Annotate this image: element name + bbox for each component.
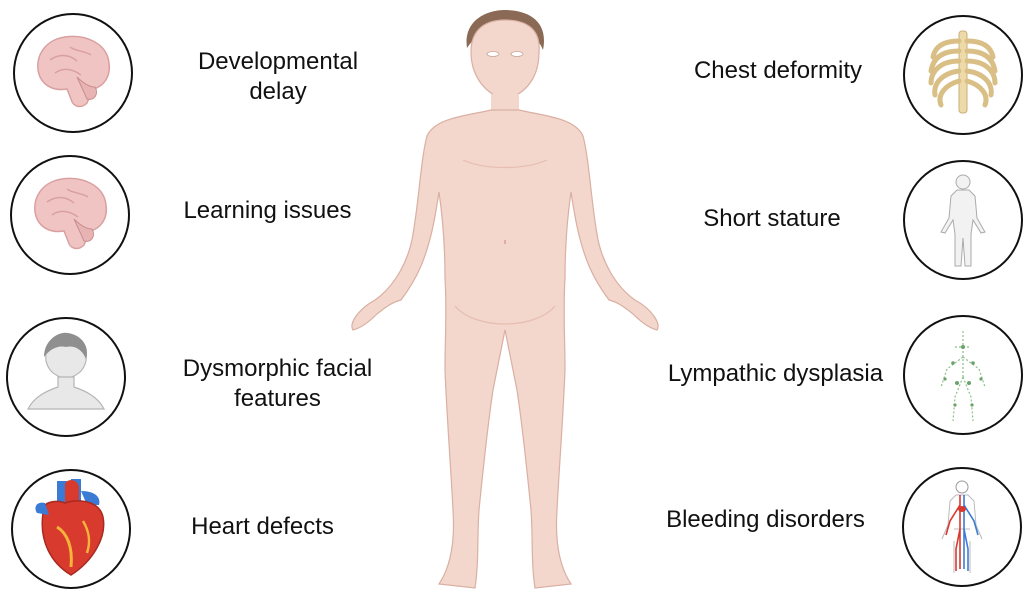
lymphatic-system-icon	[905, 317, 1020, 432]
brain-icon	[15, 15, 130, 130]
label-line: Short stature	[682, 204, 862, 234]
learning-issues-circle	[10, 155, 130, 275]
chest-deformity-label: Chest deformity	[668, 56, 888, 86]
heart-icon	[13, 471, 128, 586]
heart-defects-circle	[11, 469, 131, 589]
bleeding-disorders-circle	[902, 467, 1022, 587]
human-body-icon	[335, 10, 675, 596]
short-stature-circle	[903, 160, 1023, 280]
circulatory-system-icon	[904, 469, 1019, 584]
lympathic-dysplasia-circle	[903, 315, 1023, 435]
developmental-delay-circle	[13, 13, 133, 133]
face-portrait-icon	[8, 319, 123, 434]
label-line: Lympathic dysplasia	[648, 359, 903, 389]
heart-defects-label: Heart defects	[170, 512, 355, 542]
label-line: Bleeding disorders	[648, 505, 883, 535]
label-line: Chest deformity	[668, 56, 888, 86]
lympathic-dysplasia-label: Lympathic dysplasia	[648, 359, 903, 389]
short-stature-label: Short stature	[682, 204, 862, 234]
human-outline-icon	[905, 162, 1020, 277]
ribcage-icon	[905, 17, 1020, 132]
bleeding-disorders-label: Bleeding disorders	[648, 505, 883, 535]
chest-deformity-circle	[903, 15, 1023, 135]
dysmorphic-facial-features-circle	[6, 317, 126, 437]
brain-icon	[12, 157, 127, 272]
label-line: Heart defects	[170, 512, 355, 542]
